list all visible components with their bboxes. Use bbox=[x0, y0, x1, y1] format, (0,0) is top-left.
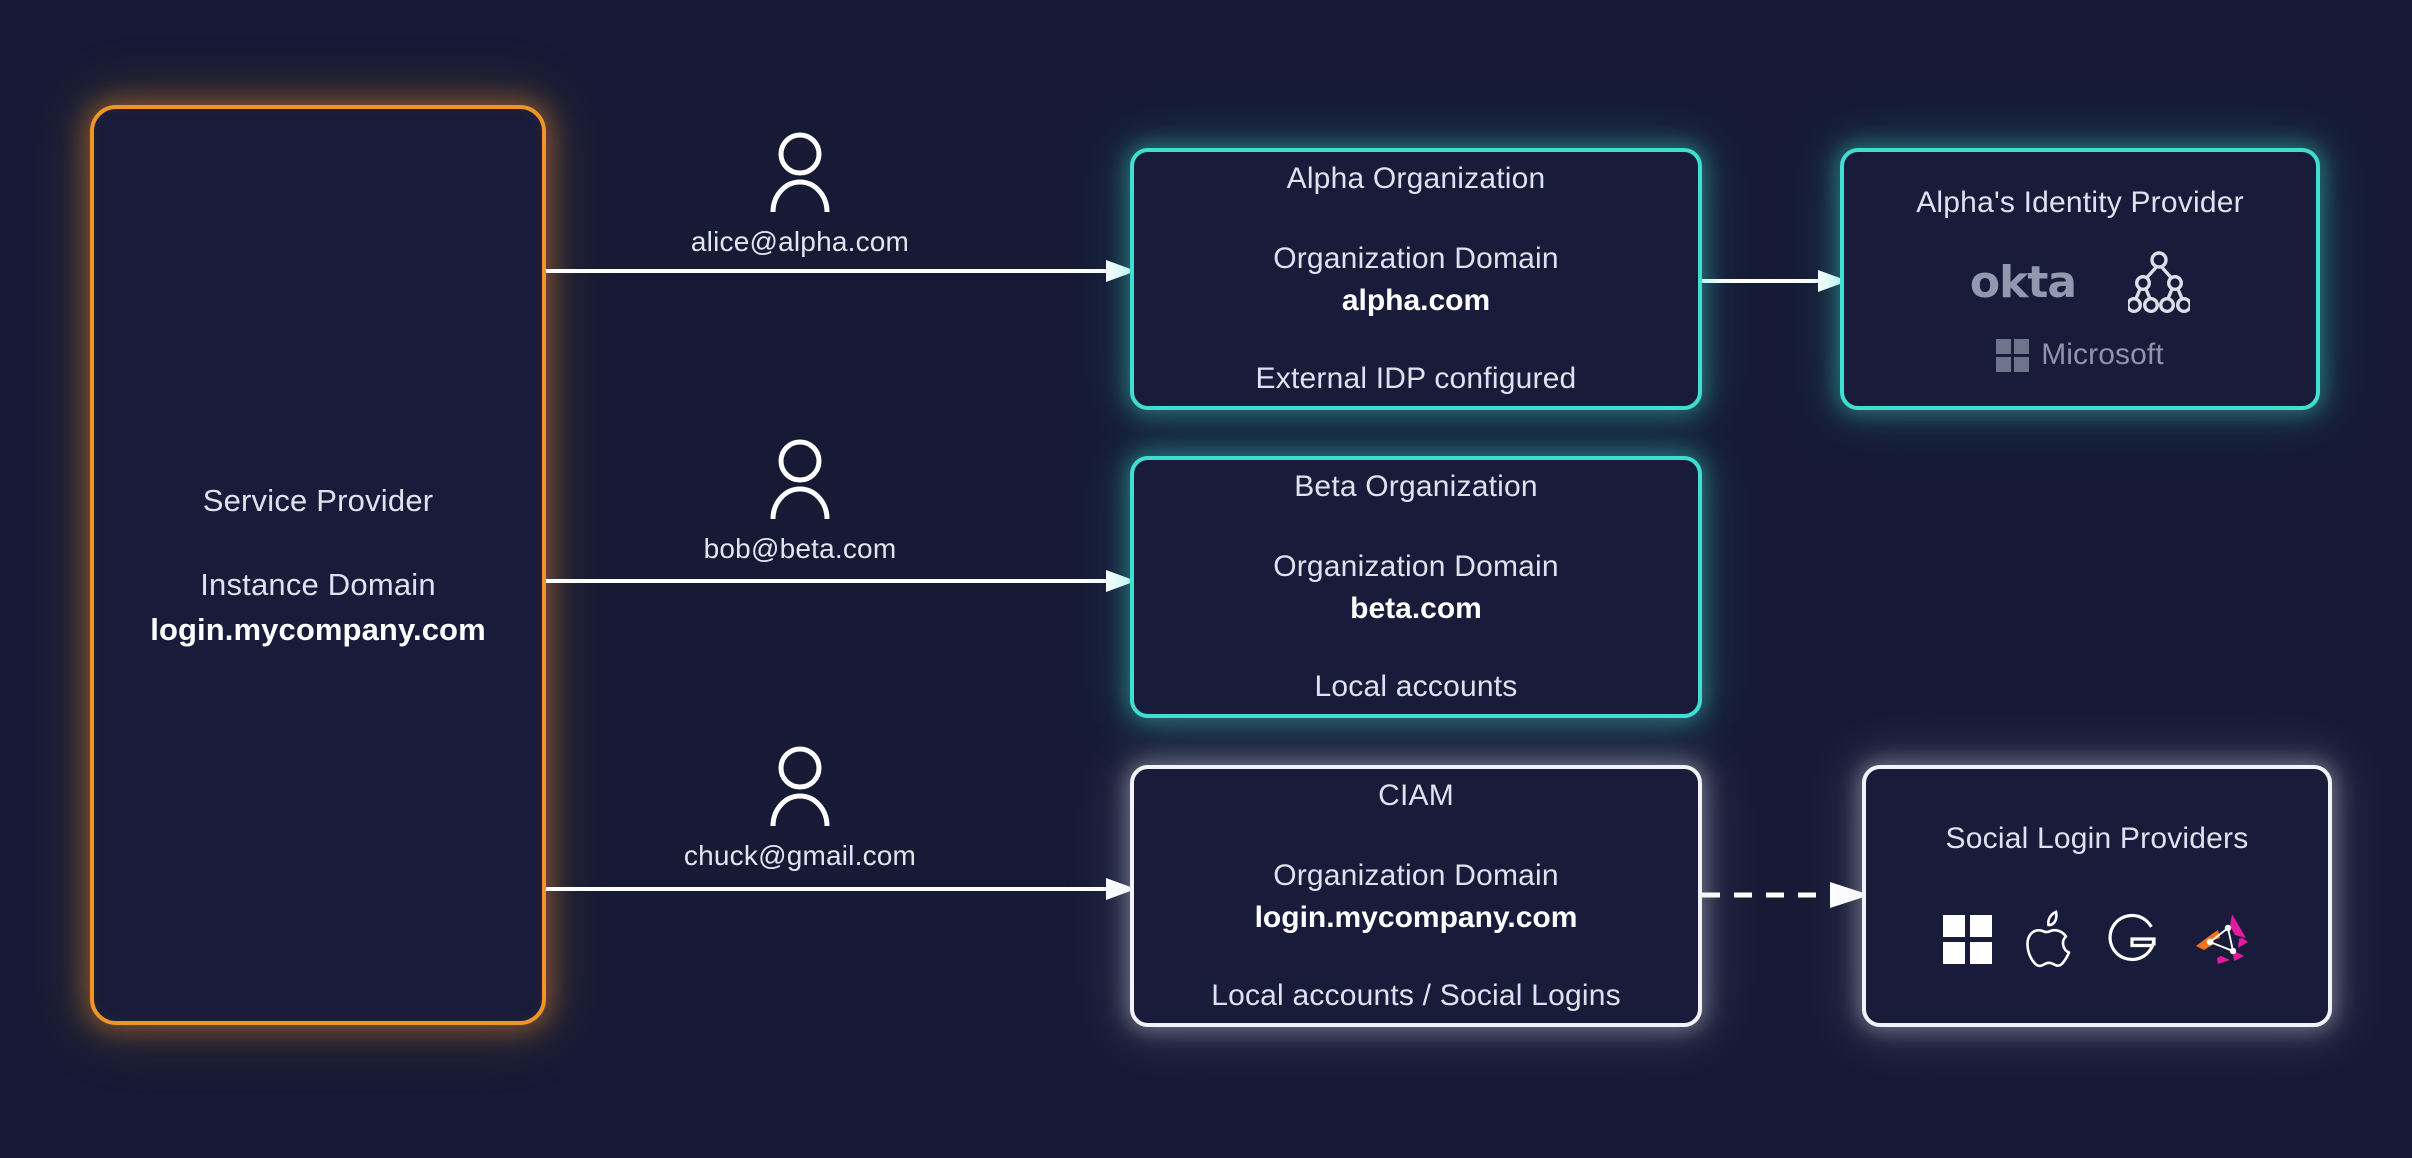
person-icon bbox=[770, 439, 830, 519]
arrow-chuck-to-ciam bbox=[546, 878, 1136, 900]
okta-logo: okta bbox=[1969, 257, 2077, 308]
user-email-label: chuck@gmail.com bbox=[683, 840, 917, 871]
user-alice: alice@alpha.com bbox=[650, 128, 950, 258]
card-title: CIAM bbox=[1378, 779, 1454, 812]
arrow-alice-to-alpha bbox=[546, 260, 1136, 282]
service-provider-panel: Service Provider Instance Domain login.m… bbox=[90, 105, 546, 1025]
card-note: Local accounts / Social Logins bbox=[1211, 979, 1621, 1012]
organization-domain-label: Organization Domain bbox=[1273, 859, 1559, 892]
arrow-alpha-to-idp bbox=[1700, 270, 1848, 292]
google-g-icon bbox=[2108, 913, 2156, 962]
microsoft-wordmark: Microsoft bbox=[2041, 338, 2164, 371]
organization-domain-value: alpha.com bbox=[1341, 284, 1491, 317]
user-bob: bob@beta.com bbox=[650, 435, 950, 565]
instance-domain-label: Instance Domain bbox=[200, 566, 436, 602]
card-alpha-organization: Alpha Organization Organization Domain a… bbox=[1130, 148, 1702, 410]
user-chuck: chuck@gmail.com bbox=[650, 742, 950, 872]
card-social-login-providers: Social Login Providers bbox=[1862, 765, 2332, 1027]
card-note: External IDP configured bbox=[1255, 362, 1577, 395]
apple-logo-icon bbox=[2025, 910, 2070, 968]
arrow-ciam-to-social bbox=[1702, 882, 1870, 908]
organization-domain-value: login.mycompany.com bbox=[1254, 901, 1578, 934]
card-title: Social Login Providers bbox=[1945, 822, 2249, 855]
user-email-label: bob@beta.com bbox=[703, 533, 897, 564]
user-email-label: alice@alpha.com bbox=[690, 226, 910, 257]
organization-domain-label: Organization Domain bbox=[1273, 242, 1559, 275]
windows-grid-icon bbox=[1996, 338, 2030, 372]
microsoft-windows-icon bbox=[1942, 914, 1992, 964]
instance-domain-value: login.mycompany.com bbox=[150, 611, 486, 647]
service-provider-title: Service Provider bbox=[202, 482, 434, 518]
card-title: Beta Organization bbox=[1294, 470, 1538, 503]
ldap-tree-icon bbox=[2128, 251, 2191, 314]
organization-domain-label: Organization Domain bbox=[1273, 550, 1559, 583]
card-beta-organization: Beta Organization Organization Domain be… bbox=[1130, 456, 1702, 718]
card-title: Alpha's Identity Provider bbox=[1916, 186, 2244, 219]
card-ciam: CIAM Organization Domain login.mycompany… bbox=[1130, 765, 1702, 1027]
person-icon bbox=[770, 132, 830, 212]
card-title: Alpha Organization bbox=[1286, 162, 1546, 195]
microsoft-logo: Microsoft bbox=[1996, 338, 2164, 372]
auth0-multicolor-icon bbox=[2195, 914, 2248, 964]
arrow-bob-to-beta bbox=[546, 570, 1136, 592]
card-note: Local accounts bbox=[1314, 670, 1518, 703]
person-icon bbox=[770, 746, 830, 826]
card-identity-provider: Alpha's Identity Provider okta bbox=[1840, 148, 2320, 410]
organization-domain-value: beta.com bbox=[1350, 592, 1482, 625]
